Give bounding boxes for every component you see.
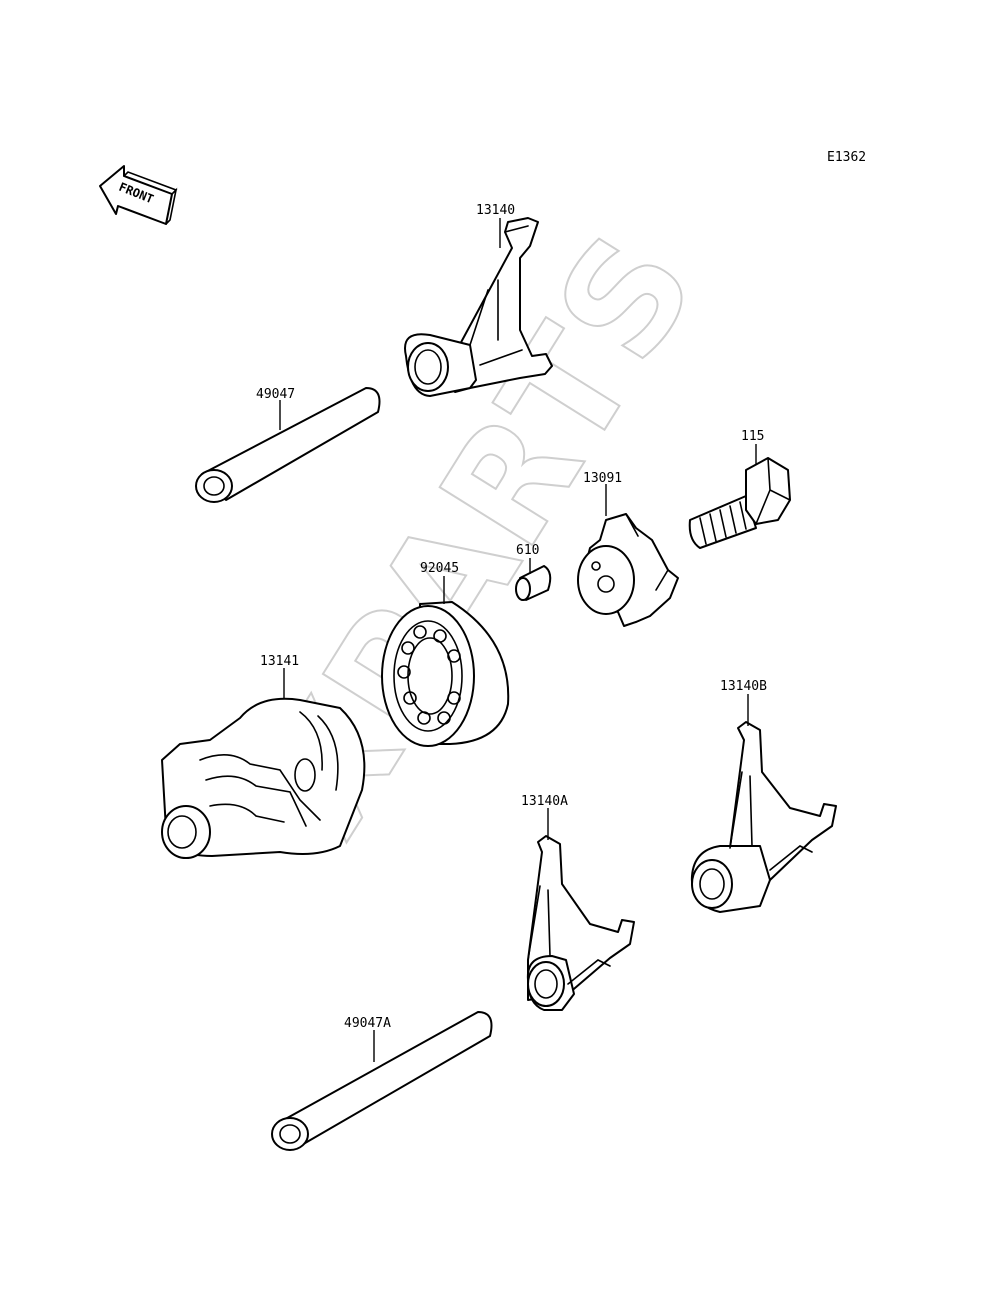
label-115: 115	[741, 429, 764, 444]
label-610: 610	[516, 543, 539, 558]
label-13091: 13091	[583, 471, 622, 486]
shift-fork-13140b[interactable]: 13140B	[690, 679, 837, 913]
label-49047: 49047	[256, 387, 295, 402]
bolt-115[interactable]: 115	[688, 429, 791, 549]
front-arrow-icon: FRONT	[99, 165, 178, 225]
bearing-92045[interactable]: 92045	[381, 561, 510, 747]
label-13141: 13141	[260, 654, 299, 669]
label-49047a: 49047A	[344, 1016, 391, 1031]
shaft-49047[interactable]: 49047	[195, 387, 381, 503]
shift-fork-13140[interactable]: 13140	[404, 203, 553, 397]
cam-13091[interactable]: 13091	[577, 471, 679, 627]
label-13140b: 13140B	[720, 679, 767, 694]
label-13140a: 13140A	[521, 794, 568, 809]
diagram-code: E1362	[827, 150, 866, 165]
label-13140: 13140	[476, 203, 515, 218]
label-92045: 92045	[420, 561, 459, 576]
shift-fork-13140a[interactable]: 13140A	[521, 794, 635, 1011]
pin-610[interactable]: 610	[515, 543, 552, 601]
shaft-49047a[interactable]: 49047A	[271, 1011, 493, 1151]
shift-drum-13141[interactable]: 13141	[161, 654, 366, 859]
